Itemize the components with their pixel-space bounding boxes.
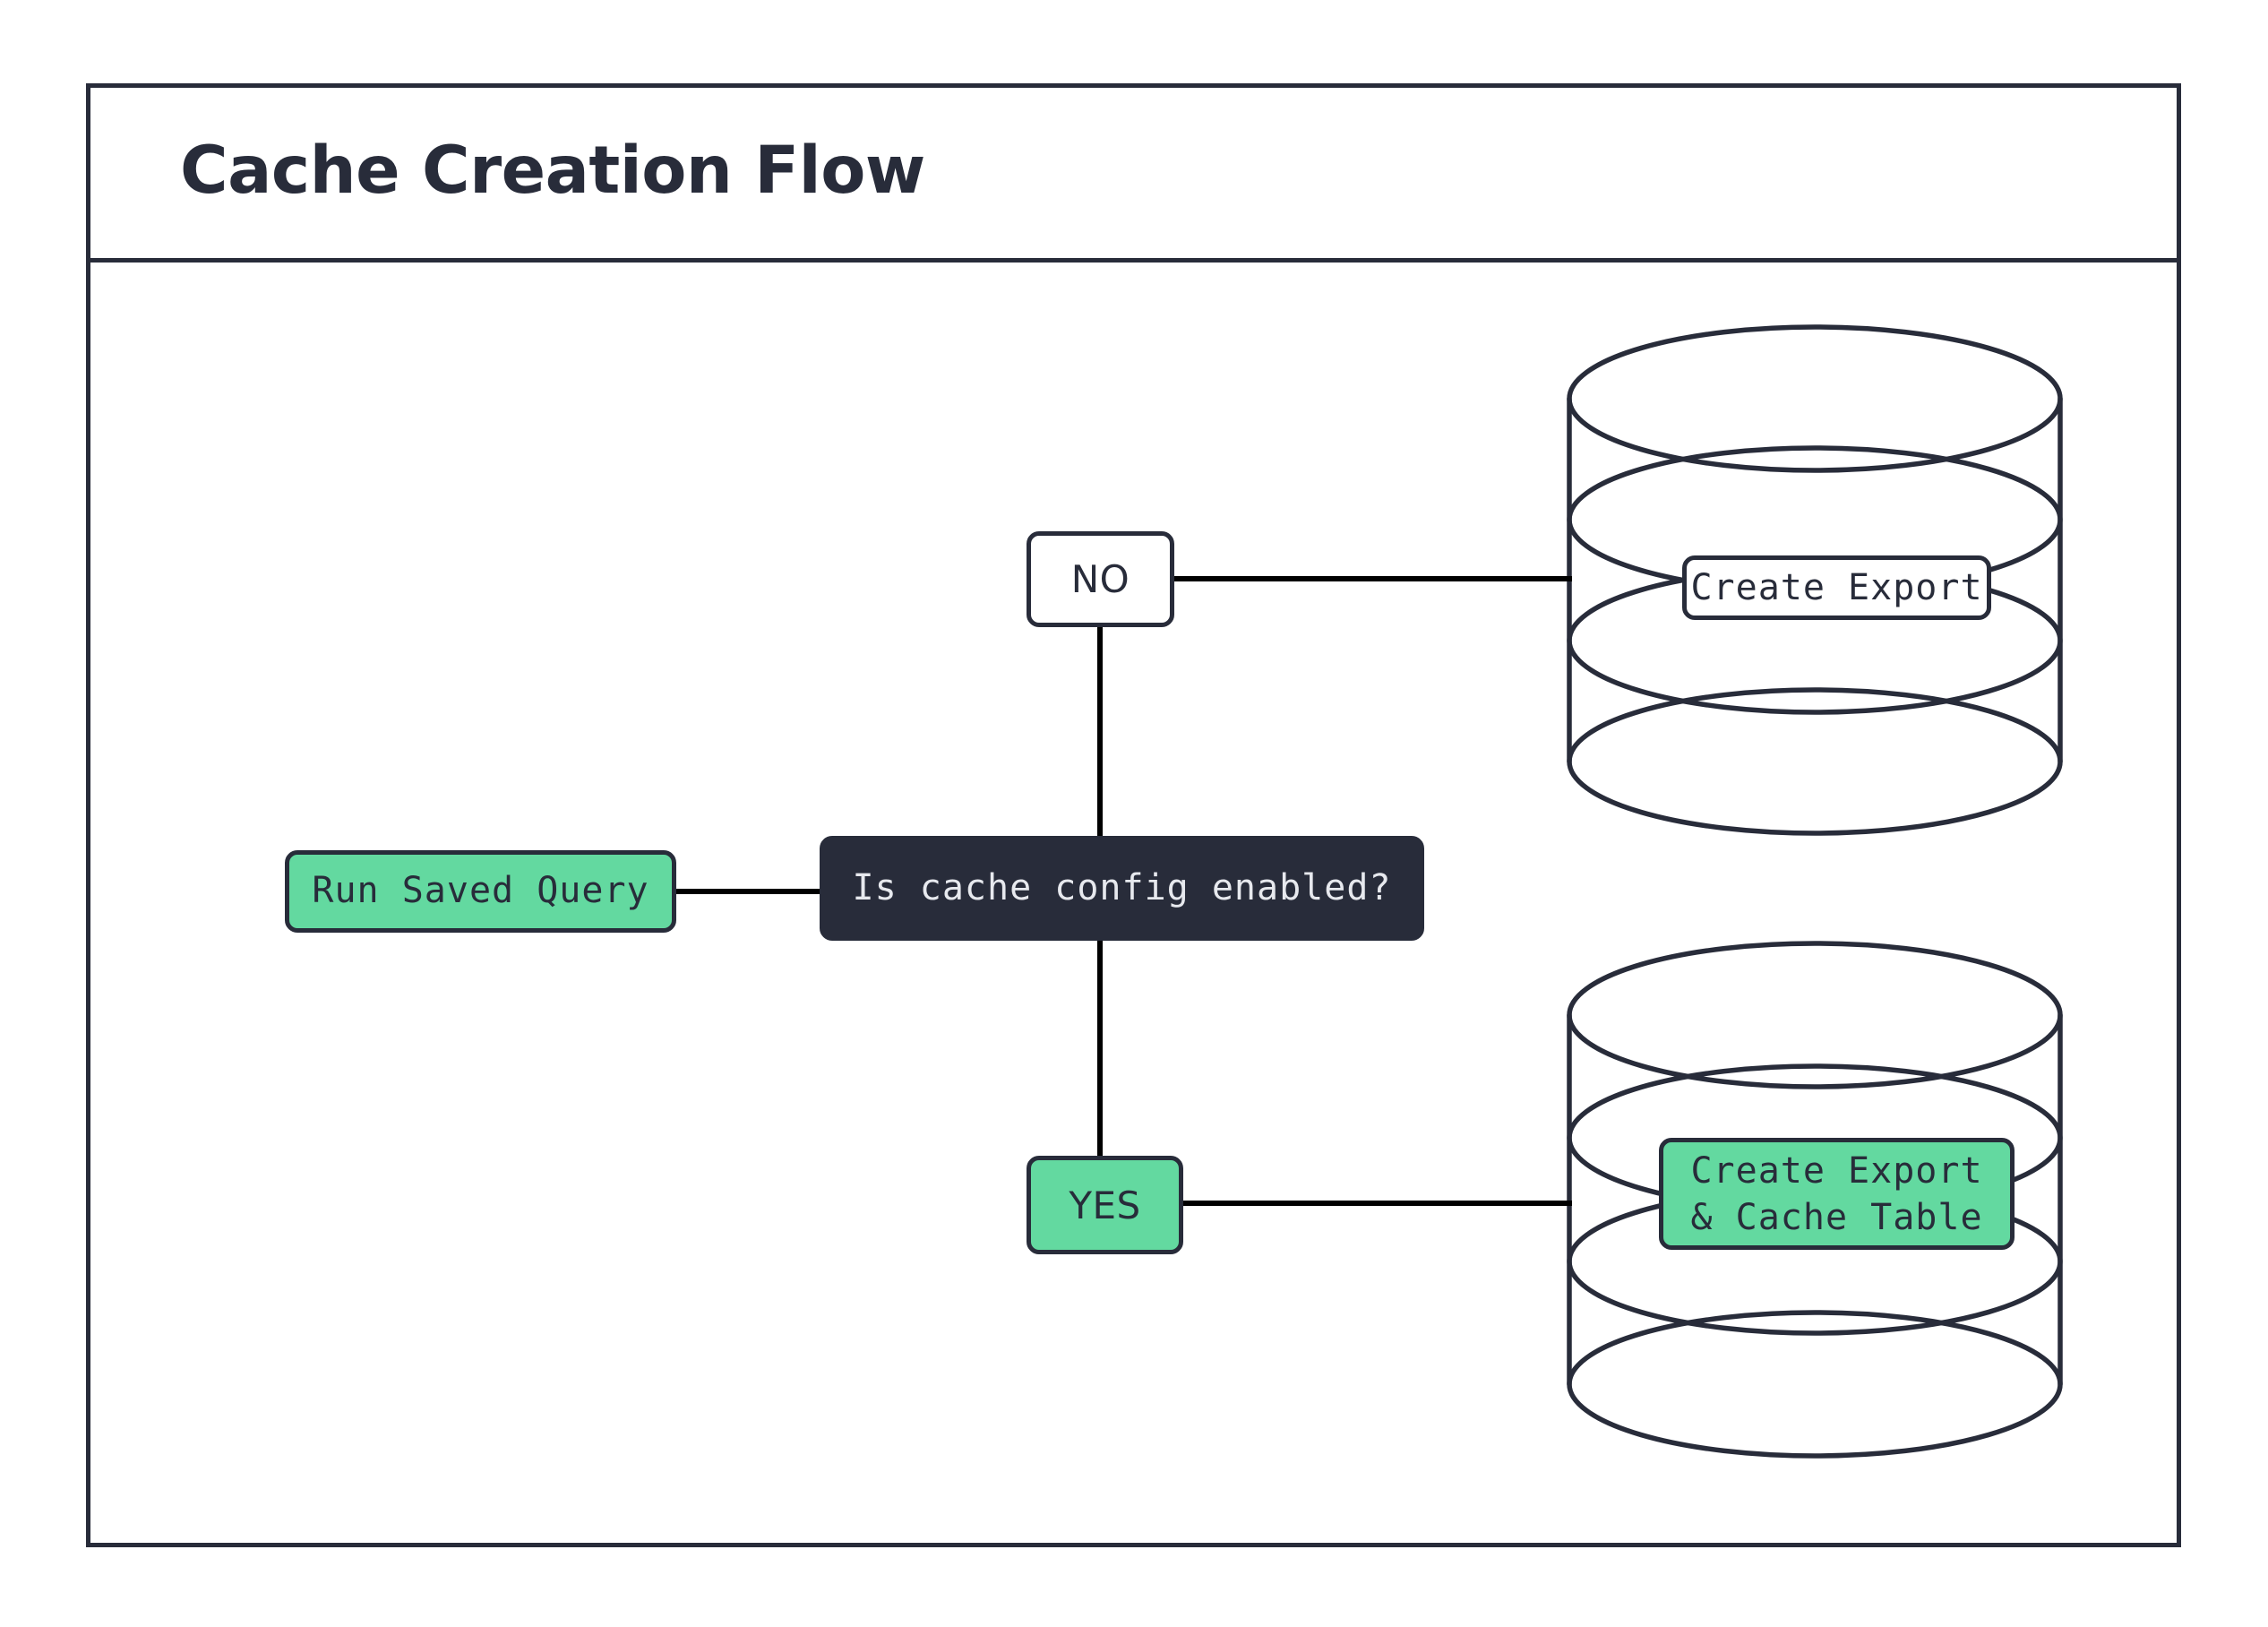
node-is-cache-config-enabled[interactable]: Is cache config enabled? bbox=[820, 836, 1424, 941]
edge-query-to-decision bbox=[672, 889, 824, 894]
edge-no-to-create-export bbox=[1171, 576, 1572, 581]
page-title: Cache Creation Flow bbox=[180, 133, 925, 209]
node-create-export[interactable]: Create Export bbox=[1682, 555, 1991, 620]
node-create-export-and-cache-table[interactable]: Create Export & Cache Table bbox=[1659, 1138, 2015, 1250]
node-run-saved-query[interactable]: Run Saved Query bbox=[285, 850, 676, 933]
edge-decision-to-no bbox=[1097, 624, 1103, 839]
diagram-header: Cache Creation Flow bbox=[86, 83, 2181, 263]
edge-decision-to-yes bbox=[1097, 937, 1103, 1159]
node-yes-branch[interactable]: YES bbox=[1027, 1156, 1183, 1254]
diagram-frame bbox=[86, 83, 2181, 1547]
edge-yes-to-create-export-cache bbox=[1179, 1201, 1572, 1206]
node-no-branch[interactable]: NO bbox=[1027, 531, 1174, 627]
